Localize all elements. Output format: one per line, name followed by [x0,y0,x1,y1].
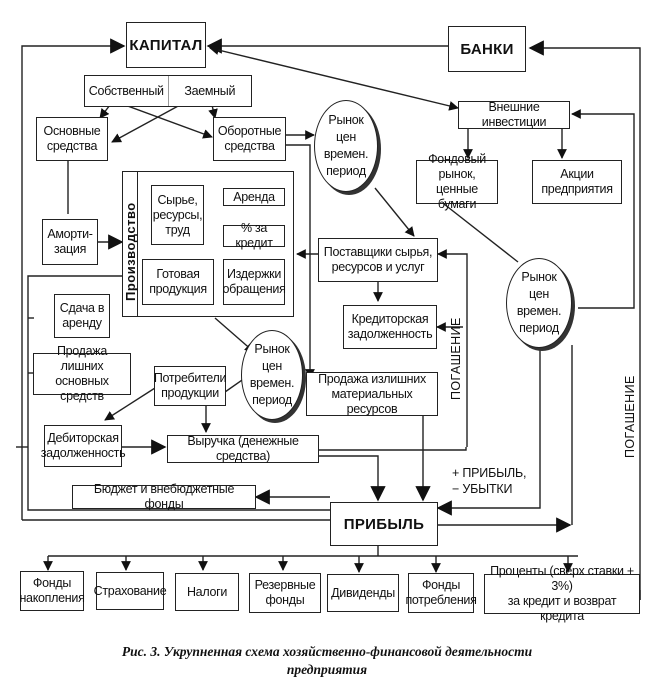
edge-revenue-to-profit [318,455,386,502]
market-oval-1[interactable]: Рынок цен времен. период [314,100,378,192]
profit-box[interactable]: ПРИБЫЛЬ [330,502,438,546]
consumers-box[interactable]: Потребители продукции [154,366,227,406]
distribution-insurance[interactable]: Страхование [94,572,167,610]
current-assets-box[interactable]: Оборотные средства [213,117,286,161]
external-investments-box[interactable]: Внешние инвестиции [458,100,570,129]
profit-loss-label: + ПРИБЫЛЬ, − УБЫТКИ [452,466,527,496]
revenue-box[interactable]: Выручка (денежные средства) [167,434,319,463]
edge-market2-to-profit [436,345,541,516]
edge-consumers-to-receivable [104,387,156,421]
distribution-taxes[interactable]: Налоги [175,573,239,611]
stock-market-box[interactable]: Фондовый рынок, ценные бумаги [416,152,498,211]
edge-borrowed-to-fixed [111,104,181,143]
rent-box[interactable]: Аренда [223,188,285,206]
sale-fixed-assets-box[interactable]: Продажа лишних основных средств [33,344,131,403]
accounts-receivable-box[interactable]: Дебиторская задолженность [41,425,126,467]
company-shares-box[interactable]: Акции предприятия [532,160,622,204]
market-oval-2[interactable]: Рынок цен времен. период [506,258,572,348]
distribution-reserve-funds[interactable]: Резервные фонды [249,573,321,613]
edge-repayment-to-suppliers [437,249,468,447]
budget-box[interactable]: Бюджет и внебюджетные фонды [72,482,256,511]
borrowed-capital-label[interactable]: Заемный [184,84,236,98]
edge-left-loop-to-capital [21,38,126,520]
production-label: Производство [123,202,138,301]
distribution-consumption-fund[interactable]: Фонды потребления [405,573,477,613]
distribution-accumulation-fund[interactable]: Фонды накопления [19,571,85,611]
distribution-interest-repayment[interactable]: Проценты (сверх ставки + 3%) за кредит и… [484,564,640,623]
accounts-payable-box[interactable]: Кредиторская задолженность [343,305,437,349]
figure-caption-line1: Рис. 3. Укрупненная схема хозяйственно-ф… [121,644,533,659]
capital-box[interactable]: КАПИТАЛ [126,22,206,68]
capital-type-box: Собственный Заемный [84,75,252,107]
fixed-assets-box[interactable]: Основные средства [36,117,108,161]
distribution-dividends[interactable]: Дивиденды [327,574,399,612]
repayment-label-1: ПОГАШЕНИЕ [449,317,463,400]
edge-borrowed-to-current [208,104,218,119]
edge-own-to-fixed [99,104,111,119]
depreciation-box[interactable]: Аморти- зация [42,219,98,265]
edge-market1-to-suppliers [374,187,415,237]
credit-interest-box[interactable]: % за кредит [223,221,285,250]
rent-out-box[interactable]: Сдача в аренду [54,294,110,338]
market-oval-3[interactable]: Рынок цен времен. период [241,330,303,420]
own-capital-label[interactable]: Собственный [85,76,169,106]
distribution-costs-box[interactable]: Издержки обращения [222,259,286,305]
sale-materials-box[interactable]: Продажа излишних материальных ресурсов [306,372,438,416]
edge-repayment-to-banks [528,40,641,600]
repayment-label-2: ПОГАШЕНИЕ [623,375,637,458]
suppliers-box[interactable]: Поставщики сырья, ресурсов и услуг [318,238,438,282]
banks-box[interactable]: БАНКИ [448,26,526,72]
edge-own-to-current [124,104,213,139]
raw-materials-box[interactable]: Сырье, ресурсы, труд [151,185,204,245]
figure-caption-line2: предприятия [286,662,368,677]
edge-capital-external-investments [209,45,459,111]
finished-goods-box[interactable]: Готовая продукция [142,259,214,305]
edge-market-to-invest [571,109,635,309]
